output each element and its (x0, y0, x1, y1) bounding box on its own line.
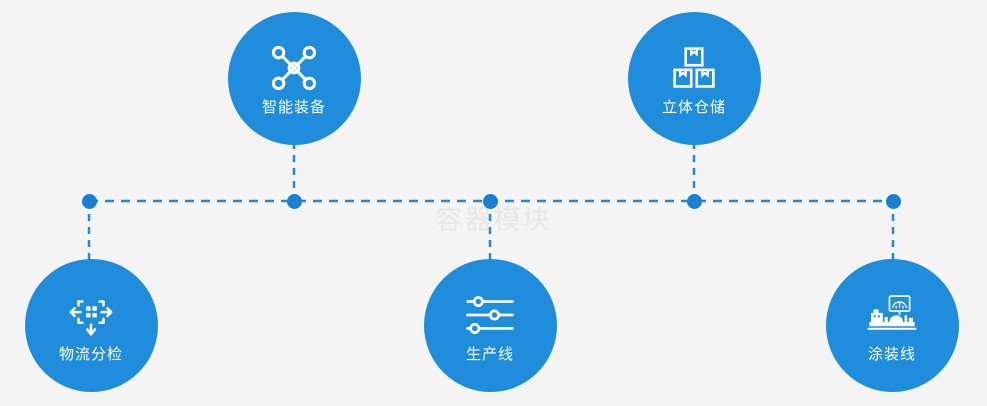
sorting-arrows-icon (65, 289, 117, 341)
circle-label-painting-line: 涂装线 (867, 345, 916, 363)
circle-label-logistics-sorting: 物流分检 (58, 345, 123, 363)
node-warehouse[interactable] (686, 193, 702, 209)
circle-painting-line[interactable]: 涂装线 (825, 258, 959, 392)
circle-smart-equipment[interactable]: 智能装备 (227, 11, 361, 145)
node-center[interactable] (482, 193, 498, 209)
circle-label-production-line: 生产线 (465, 345, 514, 363)
circle-label-stereo-warehouse: 立体仓储 (661, 98, 726, 116)
circle-label-smart-equipment: 智能装备 (261, 98, 326, 116)
sliders-icon (464, 289, 516, 341)
circle-stereo-warehouse[interactable]: 立体仓储 (627, 11, 761, 145)
node-smart-equip[interactable] (286, 193, 302, 209)
circle-production-line[interactable]: 生产线 (423, 258, 557, 392)
stacked-boxes-icon (668, 42, 720, 94)
node-left[interactable] (81, 193, 97, 209)
factory-machine-icon (866, 289, 918, 341)
node-right[interactable] (885, 193, 901, 209)
network-nodes-icon (268, 42, 320, 94)
circle-logistics-sorting[interactable]: 物流分检 (24, 258, 158, 392)
